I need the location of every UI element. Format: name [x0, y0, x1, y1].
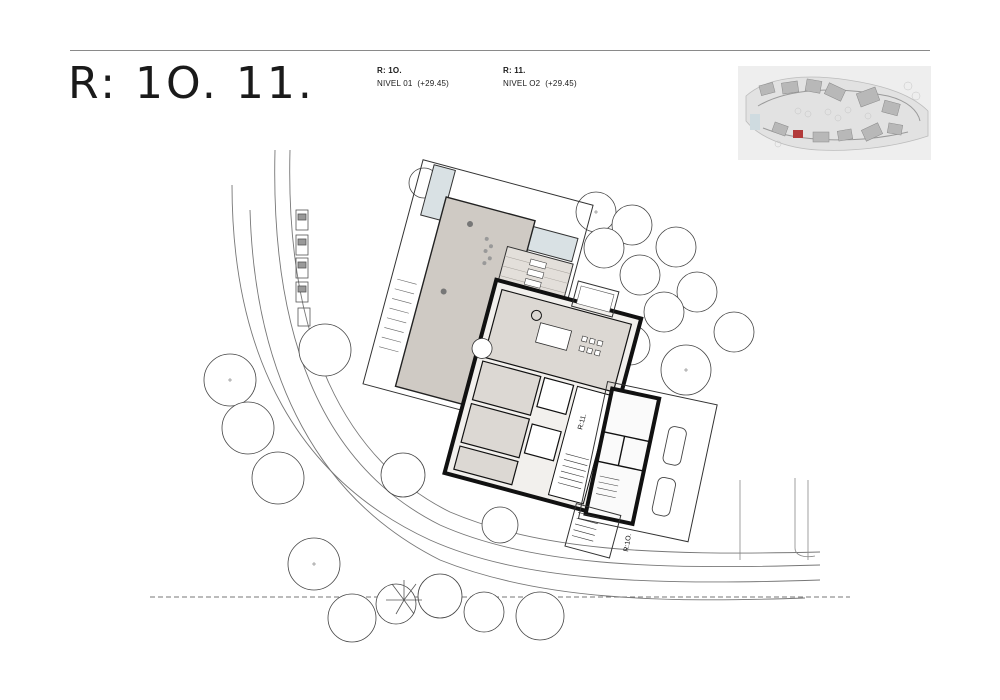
- pergola: [570, 280, 620, 318]
- header-divider: [70, 50, 930, 51]
- entry-stair: [564, 502, 622, 559]
- level-ref: R: 11.: [503, 66, 526, 75]
- parking: [295, 209, 311, 327]
- level-info-r11: R: 11. NIVEL O2 (+29.45): [503, 64, 577, 90]
- level-name: NIVEL O2: [503, 79, 541, 88]
- site-key-map: [738, 66, 931, 160]
- palm-tree: [386, 580, 422, 615]
- label-r11: R:11.: [577, 413, 588, 431]
- level-name: NIVEL 01: [377, 79, 413, 88]
- building-r11: [577, 380, 718, 543]
- level-info-r10: R: 1O. NIVEL 01 (+29.45): [377, 64, 449, 90]
- label-r10: R:1O.: [623, 533, 633, 552]
- page-title: R: 1O. 11.: [68, 58, 315, 109]
- level-ref: R: 1O.: [377, 66, 402, 75]
- level-elevation: (+29.45): [417, 79, 450, 88]
- level-elevation: (+29.45): [545, 79, 577, 88]
- road-lines: [231, 149, 821, 601]
- plot-lines: [739, 478, 816, 560]
- tree-centers: [228, 210, 688, 566]
